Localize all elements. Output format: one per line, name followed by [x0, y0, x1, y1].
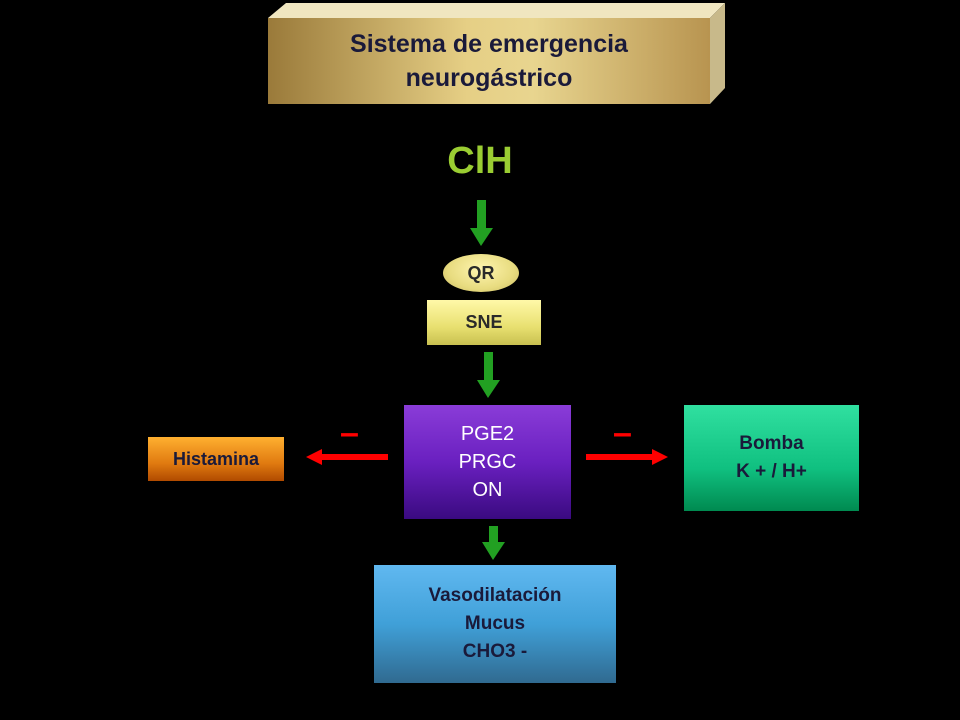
histamina-box: Histamina [148, 437, 284, 481]
mediator-item: ON [472, 479, 503, 501]
inhibit-sign-right: – [613, 414, 632, 452]
effect-item: CHO3 - [462, 641, 528, 662]
title-box: Sistema de emergencia neurogástrico [268, 18, 710, 104]
arrow-cih-to-qr [470, 200, 493, 246]
arrow-center-to-bomba [586, 449, 668, 465]
mediator-item: PGE2 [460, 423, 515, 445]
trigger-label: ClH [447, 140, 513, 182]
title-line-1: Sistema de emergencia [350, 30, 628, 58]
proton-pump-line-2: K + / H+ [736, 461, 807, 482]
inhibit-sign-left: – [340, 414, 359, 452]
mediator-item: PRGC [458, 451, 517, 473]
mediators-box: PGE2 PRGC ON [404, 405, 571, 519]
effects-box: Vasodilatación Mucus CHO3 - [374, 565, 616, 683]
receptor-qr: QR [443, 254, 519, 292]
arrow-center-to-histamina [306, 449, 388, 465]
proton-pump-box: Bomba K + / H+ [684, 405, 859, 511]
title-line-2: neurogástrico [405, 64, 573, 92]
effect-item: Mucus [464, 613, 526, 634]
effect-item: Vasodilatación [428, 585, 562, 606]
system-sne: SNE [427, 300, 541, 345]
proton-pump-line-1: Bomba [739, 433, 804, 454]
arrow-center-to-effects [482, 526, 505, 560]
arrow-sne-to-center [477, 352, 500, 398]
